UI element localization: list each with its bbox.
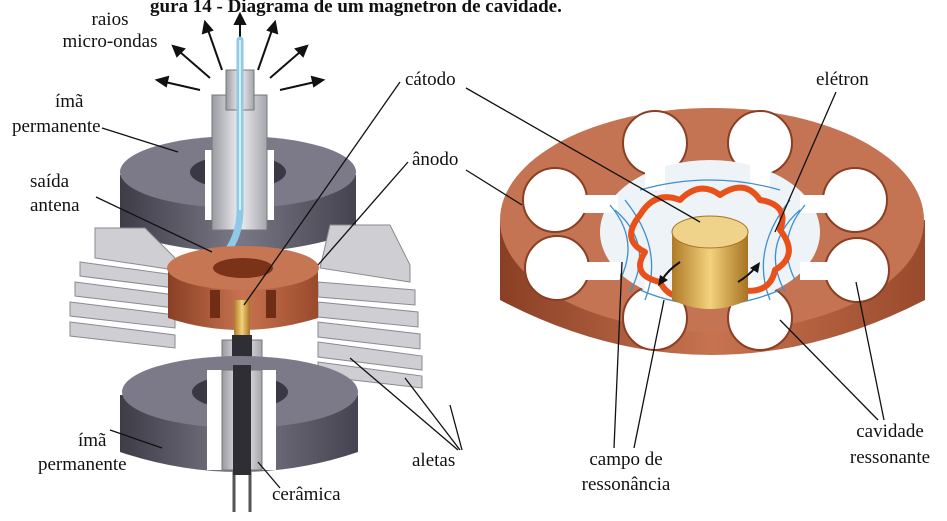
label-aletas: aletas [412, 450, 455, 471]
label-ceramica: cerâmica [272, 484, 341, 505]
label-ressonante: ressonante [850, 447, 930, 468]
label-cavidade: cavidade [856, 421, 924, 442]
label-antena: antena [30, 195, 80, 216]
label-micro-ondas: micro-ondas [63, 31, 158, 52]
cooling-fins-right [318, 225, 422, 388]
label-ima-top-2: permanente [12, 116, 101, 137]
top-caption: gura 14 - Diagrama de um magnetron de ca… [150, 0, 562, 17]
label-eletron: elétron [816, 69, 869, 90]
leader-ima-top [102, 128, 178, 152]
label-raios: raios [92, 9, 129, 30]
bottom-magnet [120, 356, 358, 475]
label-campo-1: campo de [589, 449, 662, 470]
cooling-fins-left [70, 228, 175, 348]
leader-aletas-3 [450, 405, 462, 450]
leader-aletas-1 [350, 358, 458, 450]
label-catodo: cátodo [405, 69, 456, 90]
label-campo-2: ressonância [582, 474, 671, 495]
label-ima-bot-2: permanente [38, 454, 127, 475]
label-anodo: ânodo [412, 149, 458, 170]
label-ima-bot-1: ímã [78, 430, 107, 451]
label-ima-top-1: ímã [55, 91, 84, 112]
label-saida: saída [30, 171, 70, 192]
cathode-cylinder [658, 216, 760, 309]
